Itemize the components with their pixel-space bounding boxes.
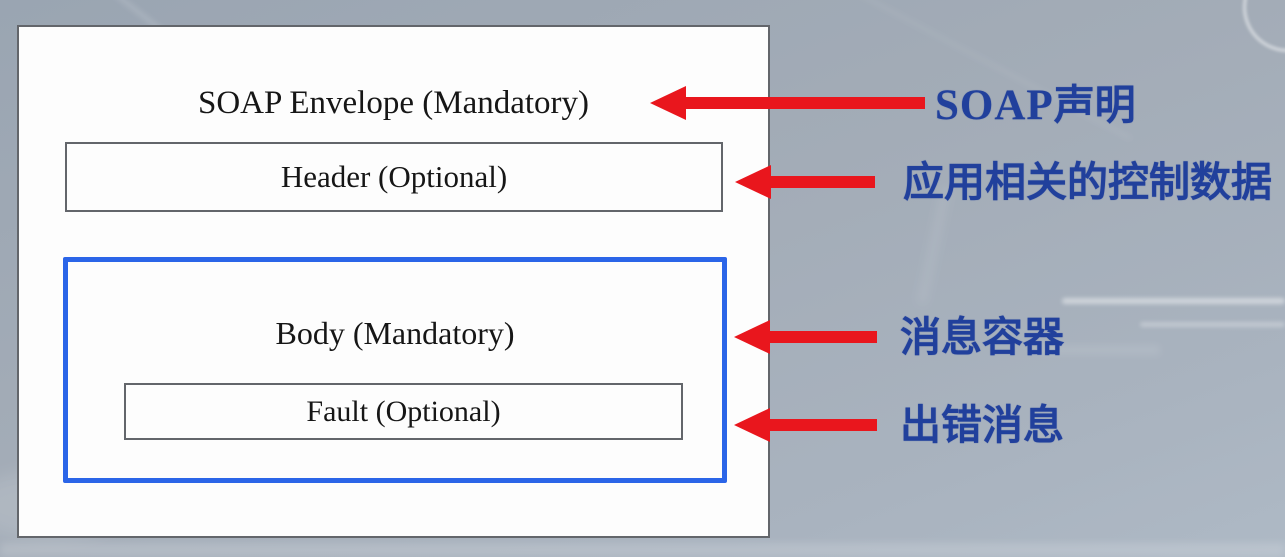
background-arc	[1243, 0, 1285, 52]
fault-label: Fault (Optional)	[306, 394, 501, 428]
background-streak	[1062, 298, 1285, 304]
annotation-envelope-latin: SOAP	[935, 82, 1054, 129]
annotation-envelope: SOAP声明	[935, 83, 1136, 128]
annotation-fault-text: 出错消息	[900, 402, 1064, 448]
background-streak	[0, 543, 1285, 557]
annotation-body-text: 消息容器	[900, 314, 1064, 360]
arrow-head-icon	[734, 408, 770, 442]
fault-box: Fault (Optional)	[124, 383, 683, 440]
annotation-envelope-text: 声明	[1053, 82, 1136, 128]
body-box	[63, 257, 727, 483]
arrow-fault-icon	[734, 408, 877, 442]
body-label: Body (Mandatory)	[275, 315, 515, 351]
arrow-head-icon	[650, 86, 686, 120]
arrow-head-icon	[735, 165, 771, 199]
background-streak	[1140, 322, 1285, 327]
header-label: Header (Optional)	[280, 159, 508, 194]
arrow-body-icon	[734, 320, 877, 354]
arrow-shaft	[770, 419, 877, 431]
arrow-shaft	[770, 331, 877, 343]
soap-envelope-label: SOAP Envelope (Mandatory)	[197, 85, 590, 121]
arrow-envelope-icon	[650, 86, 925, 120]
annotation-fault: 出错消息	[900, 402, 1064, 448]
arrow-header-icon	[735, 165, 875, 199]
annotation-header: 应用相关的控制数据	[903, 159, 1272, 205]
arrow-shaft	[771, 176, 875, 188]
header-box: Header (Optional)	[65, 142, 723, 212]
arrow-head-icon	[734, 320, 770, 354]
arrow-shaft	[686, 97, 925, 109]
annotation-header-text: 应用相关的控制数据	[903, 159, 1272, 205]
annotation-body: 消息容器	[900, 314, 1064, 360]
